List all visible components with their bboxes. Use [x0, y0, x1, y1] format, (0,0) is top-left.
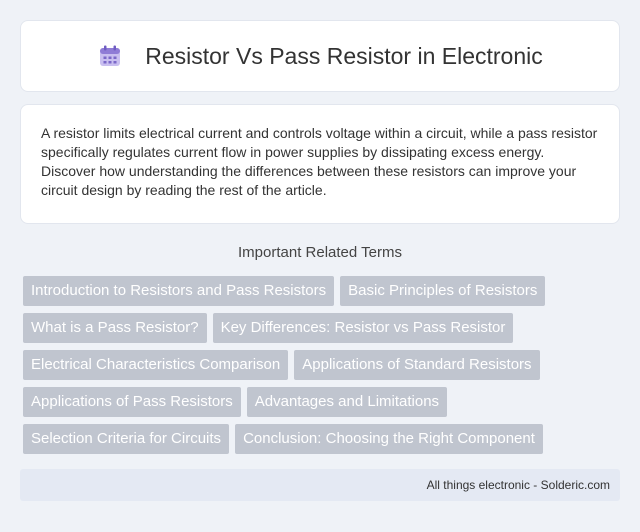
tag-electrical-characteristics[interactable]: Electrical Characteristics Comparison	[23, 350, 289, 380]
tag-key-differences[interactable]: Key Differences: Resistor vs Pass Resist…	[212, 313, 514, 343]
footer-text: All things electronic - Solderic.com	[426, 478, 610, 492]
tag-basic-principles[interactable]: Basic Principles of Resistors	[340, 276, 546, 306]
calendar-icon	[97, 43, 123, 69]
intro-card: A resistor limits electrical current and…	[20, 104, 620, 224]
tag-conclusion[interactable]: Conclusion: Choosing the Right Component	[235, 424, 543, 454]
tag-applications-pass[interactable]: Applications of Pass Resistors	[23, 387, 241, 417]
tag-introduction[interactable]: Introduction to Resistors and Pass Resis…	[23, 276, 335, 306]
tag-selection-criteria[interactable]: Selection Criteria for Circuits	[23, 424, 230, 454]
footer: All things electronic - Solderic.com	[20, 469, 620, 501]
tag-what-is-pass-resistor[interactable]: What is a Pass Resistor?	[23, 313, 207, 343]
page-title: Resistor Vs Pass Resistor in Electronic	[145, 42, 543, 69]
intro-text: A resistor limits electrical current and…	[41, 125, 598, 198]
tag-advantages-limitations[interactable]: Advantages and Limitations	[246, 387, 448, 417]
header-card: Resistor Vs Pass Resistor in Electronic	[20, 20, 620, 92]
related-terms-title: Important Related Terms	[238, 244, 402, 261]
related-terms-list: Introduction to Resistors and Pass Resis…	[23, 276, 603, 454]
tag-applications-standard[interactable]: Applications of Standard Resistors	[294, 350, 540, 380]
